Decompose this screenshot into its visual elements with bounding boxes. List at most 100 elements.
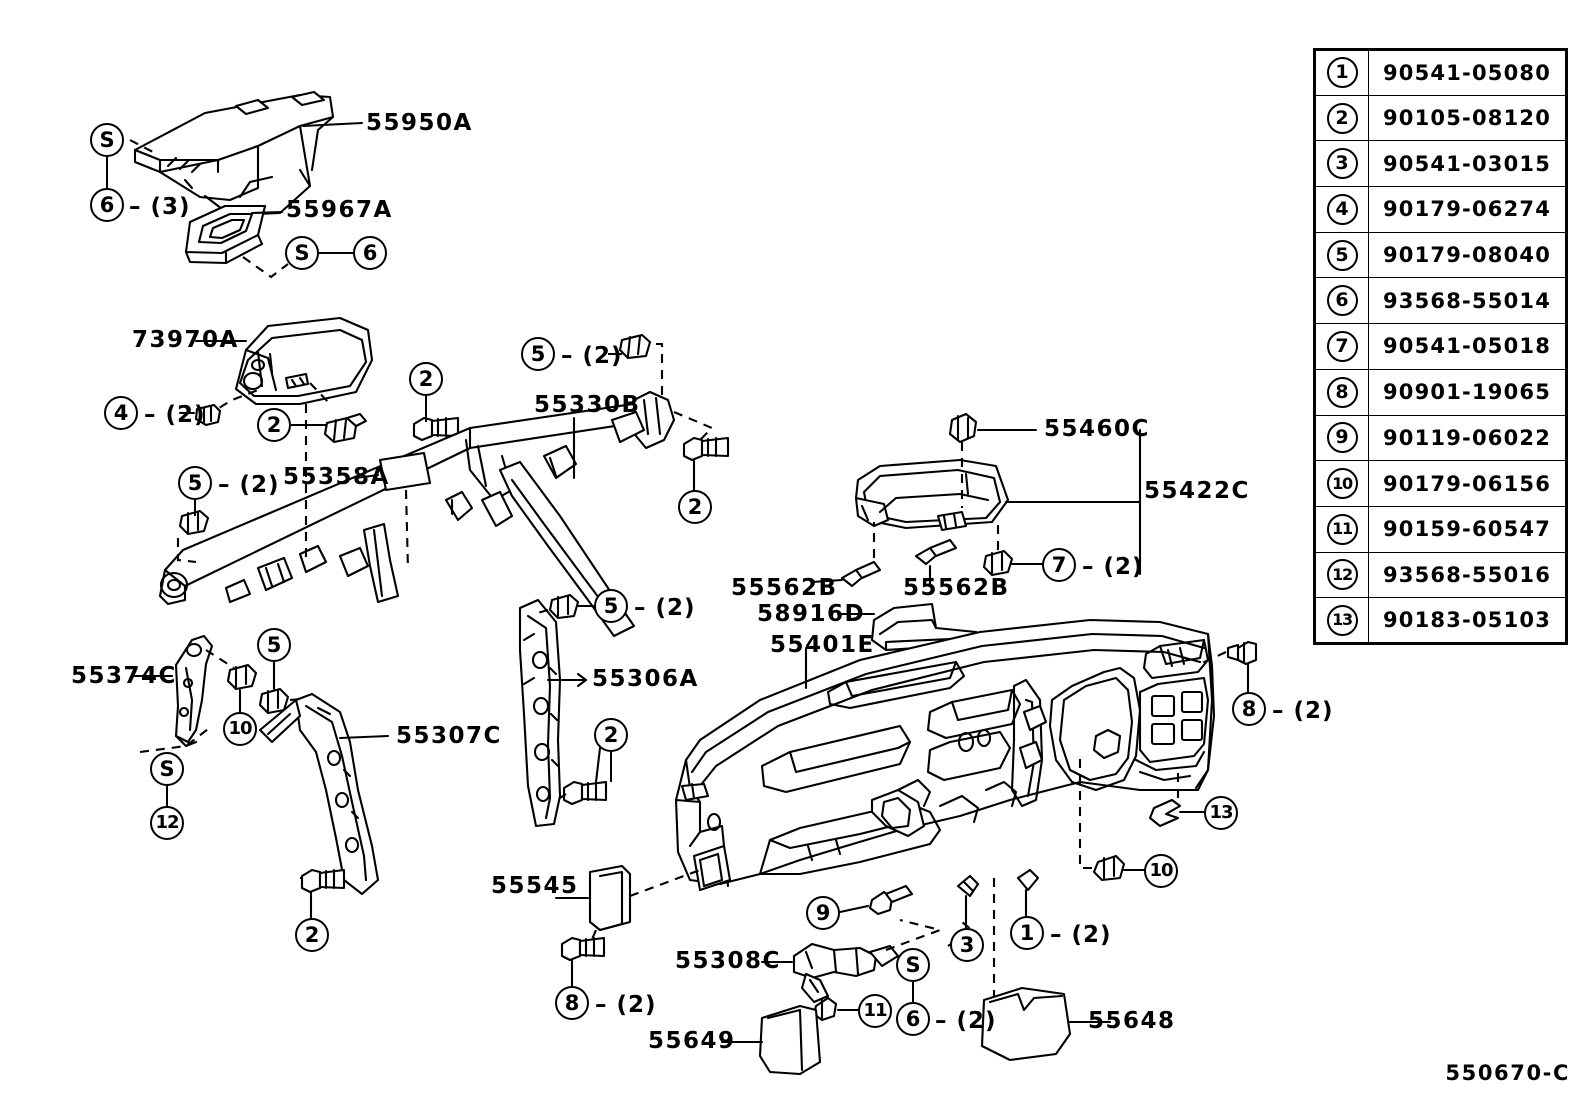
callout-7[interactable]: 7: [1042, 548, 1076, 582]
callout-s-1[interactable]: S: [90, 123, 124, 157]
callout-connector-2e: [610, 752, 613, 782]
callout-13[interactable]: 13: [1204, 796, 1238, 830]
part-label-55562b-left: 55562B: [731, 575, 838, 601]
dash-glyph: –: [218, 472, 231, 498]
part-label-73970a: 73970A: [132, 327, 239, 353]
callout-2-e[interactable]: 2: [594, 718, 628, 752]
qty-value: (2): [1293, 698, 1334, 724]
callout-2-a[interactable]: 2: [257, 408, 291, 442]
callout-2-c[interactable]: 2: [678, 490, 712, 524]
callout-5-b[interactable]: 5: [521, 337, 555, 371]
dash-glyph: –: [1050, 922, 1063, 948]
legend-partnumber-cell: 90541-05080: [1368, 49, 1567, 96]
legend-ref-circle: 5: [1326, 239, 1358, 271]
part-label-55562b-right: 55562B: [903, 575, 1010, 601]
legend-ref-circle: 10: [1326, 468, 1358, 500]
callout-12[interactable]: 12: [150, 806, 184, 840]
part-label-55306a: 55306A: [592, 666, 699, 692]
fastener-screw-11: [814, 998, 836, 1020]
qty-value: (2): [165, 402, 206, 428]
qty-value: (3): [150, 194, 191, 220]
callout-connector-s6-1: [106, 157, 109, 188]
legend-ref-circle: 11: [1326, 513, 1358, 545]
part-label-55422c: 55422C: [1144, 478, 1250, 504]
callout-2-b[interactable]: 2: [409, 362, 443, 396]
callout-qty-5-2c: – (2): [634, 597, 696, 620]
callout-qty-4-2: – (2): [144, 404, 206, 427]
callout-s-2[interactable]: S: [285, 236, 319, 270]
legend-partnumber-cell: 93568-55014: [1368, 277, 1567, 325]
callout-s-3[interactable]: S: [150, 752, 184, 786]
legend-ref-circle: 7: [1326, 330, 1358, 362]
dash-glyph: –: [144, 402, 157, 428]
dash-glyph: –: [1082, 554, 1095, 580]
part-58916d-shape: [872, 604, 978, 650]
callout-connector-2b: [425, 396, 428, 422]
part-55649-shape: [760, 1006, 820, 1074]
callout-10-a[interactable]: 10: [223, 712, 257, 746]
fastener-clip-10: [228, 665, 256, 689]
part-55967a-shape: [186, 206, 265, 263]
callout-5-d[interactable]: 5: [257, 628, 291, 662]
fastener-screw-9: [870, 886, 912, 914]
legend-partnumber-cell: 90119-06022: [1368, 414, 1567, 462]
callout-6-b[interactable]: 6: [353, 236, 387, 270]
fastener-bolt-8a: [562, 938, 604, 960]
part-55562b-right-shape: [916, 540, 956, 564]
part-label-55950a: 55950A: [366, 110, 473, 136]
fastener-bolt-2e: [564, 782, 606, 804]
legend-ref-circle: 4: [1326, 193, 1358, 225]
legend-ref-cell: 10: [1314, 460, 1369, 507]
fastener-screw-3: [958, 876, 978, 896]
dash-glyph: –: [595, 992, 608, 1018]
callout-6-c[interactable]: 6: [896, 1002, 930, 1036]
legend-ref-cell: 13: [1314, 597, 1369, 644]
callout-5-a[interactable]: 5: [178, 466, 212, 500]
legend-ref-cell: 12: [1314, 551, 1369, 599]
fastener-bolt-2d: [302, 870, 344, 892]
part-label-55967a: 55967A: [286, 197, 393, 223]
legend-partnumber-cell: 90105-08120: [1368, 94, 1567, 142]
legend-partnumber-cell: 93568-55016: [1368, 551, 1567, 599]
callout-8-a[interactable]: 8: [555, 986, 589, 1020]
callout-4[interactable]: 4: [104, 396, 138, 430]
callout-11[interactable]: 11: [858, 994, 892, 1028]
callout-5-c[interactable]: 5: [594, 589, 628, 623]
dash-glyph: –: [935, 1008, 948, 1034]
callout-8-b[interactable]: 8: [1232, 692, 1266, 726]
legend-partnumber-cell: 90541-03015: [1368, 140, 1567, 188]
legend-row: 7 90541-05018: [1314, 323, 1567, 370]
callout-s-4[interactable]: S: [896, 948, 930, 982]
callout-6-a[interactable]: 6: [90, 188, 124, 222]
callout-1[interactable]: 1: [1010, 916, 1044, 950]
part-55306a-shape: [520, 600, 560, 826]
dash-glyph: –: [634, 595, 647, 621]
callout-10-b[interactable]: 10: [1144, 854, 1178, 888]
callout-9[interactable]: 9: [806, 896, 840, 930]
legend-partnumber-cell: 90901-19065: [1368, 368, 1567, 416]
qty-value: (2): [616, 992, 657, 1018]
legend-ref-circle: 3: [1326, 148, 1358, 180]
callout-qty-5-2a: – (2): [218, 474, 280, 497]
callout-2-d[interactable]: 2: [295, 918, 329, 952]
figure-id: 550670-C: [1445, 1061, 1570, 1085]
part-55374c-shape: [176, 636, 212, 746]
dash-glyph: –: [1272, 698, 1285, 724]
legend-partnumber-cell: 90541-05018: [1368, 323, 1567, 370]
leader-bolt-2e: [596, 748, 600, 782]
leader-55967a: [252, 212, 282, 213]
fastener-clip-5d: [550, 595, 578, 618]
legend-ref-cell: 5: [1314, 231, 1369, 279]
qty-value: (2): [655, 595, 696, 621]
callout-3[interactable]: 3: [950, 928, 984, 962]
callout-qty-8-2b: – (2): [1272, 700, 1334, 723]
fastener-clip-13: [1150, 800, 1180, 826]
part-55545-shape: [590, 866, 630, 930]
legend-ref-cell: 8: [1314, 368, 1369, 416]
part-label-55330b: 55330B: [534, 392, 641, 418]
legend-ref-cell: 9: [1314, 414, 1369, 462]
